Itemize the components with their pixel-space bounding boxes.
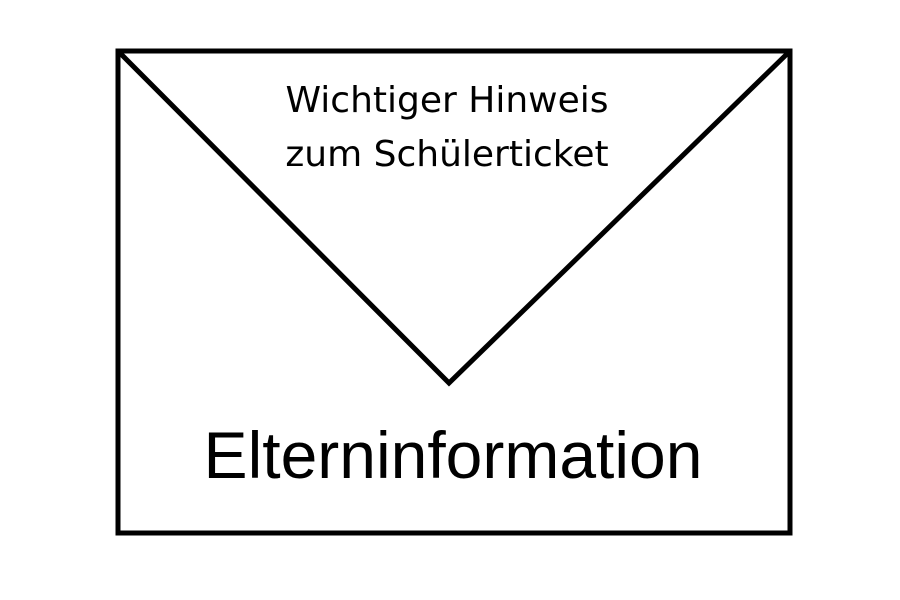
- flap-text-line2: zum Schülerticket: [285, 134, 608, 175]
- envelope-flap: [116, 49, 792, 387]
- envelope-title: Elterninformation: [204, 418, 703, 492]
- envelope-body: [115, 48, 793, 536]
- flap-text-line1: Wichtiger Hinweis: [285, 80, 608, 121]
